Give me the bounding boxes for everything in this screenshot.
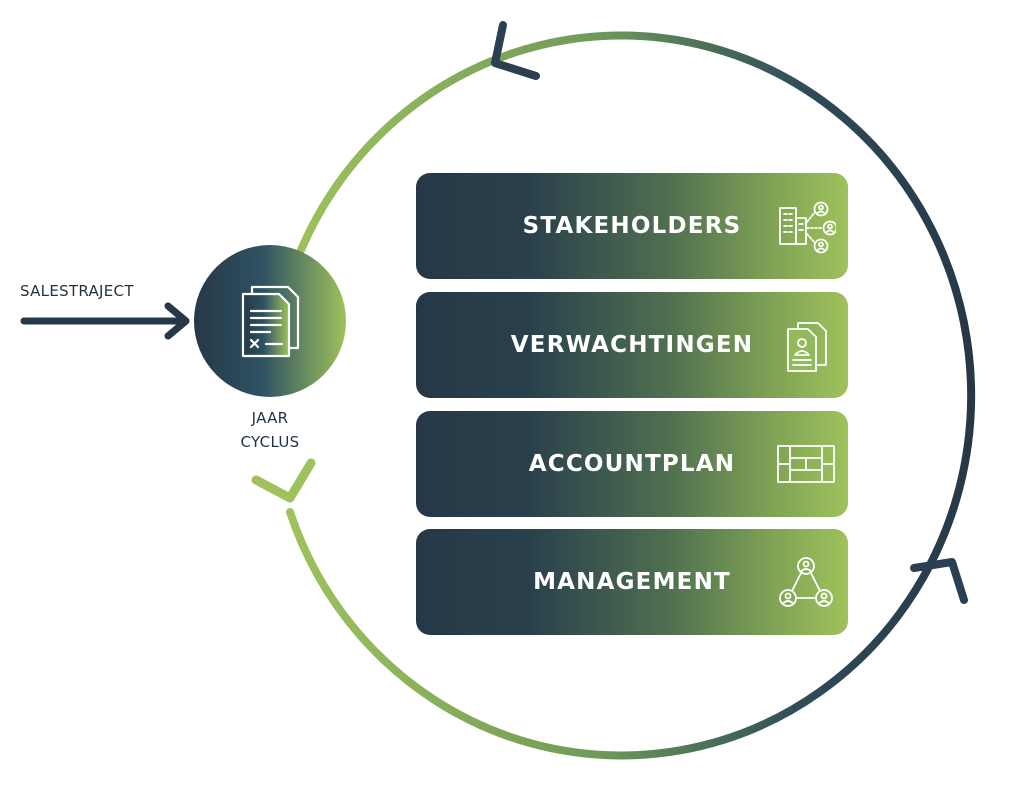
plan-grid-icon (777, 445, 835, 483)
hub-label: JAAR CYCLUS (205, 406, 335, 454)
cycle-arrowhead-right (910, 558, 968, 604)
team-hierarchy-icon (779, 557, 833, 607)
stage-stakeholders: STAKEHOLDERS (416, 173, 848, 279)
stage-accountplan: ACCOUNTPLAN (416, 411, 848, 517)
stage-label: STAKEHOLDERS (522, 213, 742, 239)
right-arrow-icon (20, 302, 190, 340)
building-network-icon (779, 201, 836, 254)
cycle-arrowhead-bottom (251, 458, 316, 503)
documents-checklist-icon (241, 285, 300, 358)
cycle-arrowhead-top (491, 21, 540, 80)
profile-documents-icon (787, 322, 827, 372)
input-label: SALESTRAJECT (20, 282, 134, 300)
stage-label: MANAGEMENT (533, 569, 731, 595)
stage-label: ACCOUNTPLAN (528, 451, 736, 477)
stage-management: MANAGEMENT (416, 529, 848, 635)
hub-label-line1: JAAR (251, 409, 289, 427)
hub-label-line2: CYCLUS (240, 433, 300, 451)
stage-verwachtingen: VERWACHTINGEN (416, 292, 848, 398)
cycle-ring (286, 31, 976, 760)
stage-label: VERWACHTINGEN (510, 332, 754, 358)
